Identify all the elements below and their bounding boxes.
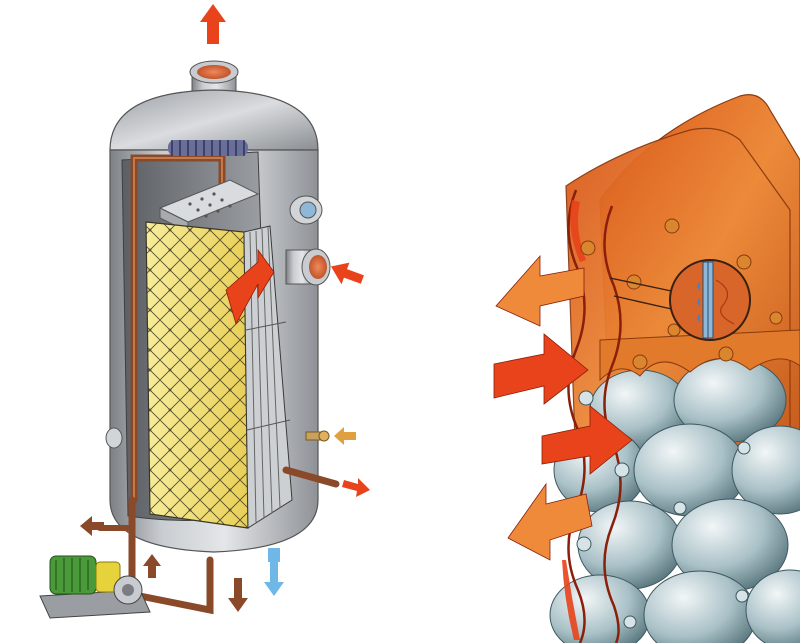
side-nozzle-upper-small [289,195,323,225]
lower-outlet-pipe [282,466,340,488]
bottom-piping [97,496,214,615]
inner-inlet-arrow [225,248,275,326]
left-side-nozzle [105,427,123,449]
bottom-left-outlet-arrow [80,516,104,536]
bubble-nodes [576,390,751,629]
vessel-dome [109,89,319,151]
plate-closeup [549,94,800,643]
outflow-arrow-upper [495,254,585,327]
dimple-nodes [580,218,783,370]
vessel-cutaway [39,4,370,619]
inflow-arrow-mid [493,333,589,405]
orange-drip-edge [599,329,800,382]
inflow-arrow-lower [541,405,633,475]
bottom-drain-blue-pipe [268,548,280,562]
bottom-drain-arrow-brown [228,578,248,612]
side-nozzle-inlet [285,248,331,286]
plate-pack [145,221,293,529]
plate-edge-fill [562,200,586,640]
vapor-outlet-arrow [200,4,226,44]
bottom-drain-arrow-blue [264,562,284,596]
flow-arrows-right [493,254,633,561]
side-connection-lower [305,430,330,442]
spray-coil [168,140,248,156]
internal-pipe [130,154,226,504]
pump-discharge-arrow [143,554,161,578]
side-inlet-arrow [330,262,364,285]
magnifier-detail [609,259,751,341]
outflow-arrow-lower [507,482,593,561]
pump-motor [39,555,151,619]
side-inlet-arrow-small [334,427,356,445]
side-outlet-arrow [342,478,370,497]
